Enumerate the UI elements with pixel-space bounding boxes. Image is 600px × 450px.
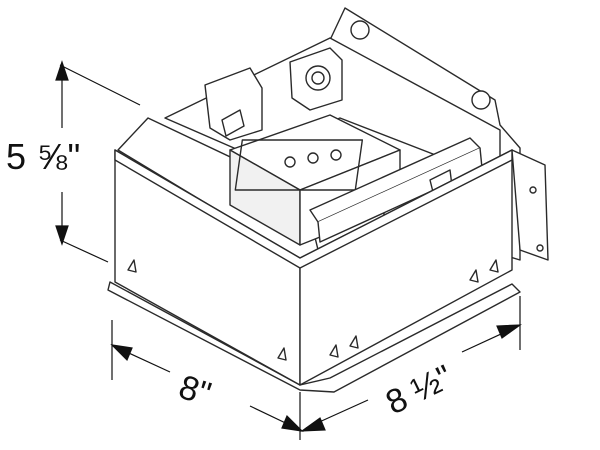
box-opening — [234, 139, 364, 191]
depth-arrow-right — [496, 324, 522, 339]
height-ext-top — [59, 64, 141, 106]
box-top-rim — [114, 149, 513, 269]
left-bracket — [204, 67, 263, 141]
floor-flange — [107, 281, 521, 393]
width-arrow-left — [110, 344, 133, 362]
clip-left — [221, 109, 245, 137]
height-ext-bottom — [59, 239, 109, 263]
screw-2 — [307, 152, 319, 164]
screw-3 — [330, 149, 342, 161]
depth-arrow-left — [300, 417, 326, 432]
mount-hole-top — [350, 20, 370, 40]
width-arrow-right — [281, 414, 304, 432]
height-dimension-label: 5 ⅝" — [6, 136, 81, 177]
screw-1 — [284, 156, 296, 168]
side-mount-tab — [511, 149, 549, 261]
height-arrow-bottom — [55, 225, 69, 246]
height-arrow-top — [55, 60, 69, 81]
mount-hole-right — [471, 90, 491, 110]
